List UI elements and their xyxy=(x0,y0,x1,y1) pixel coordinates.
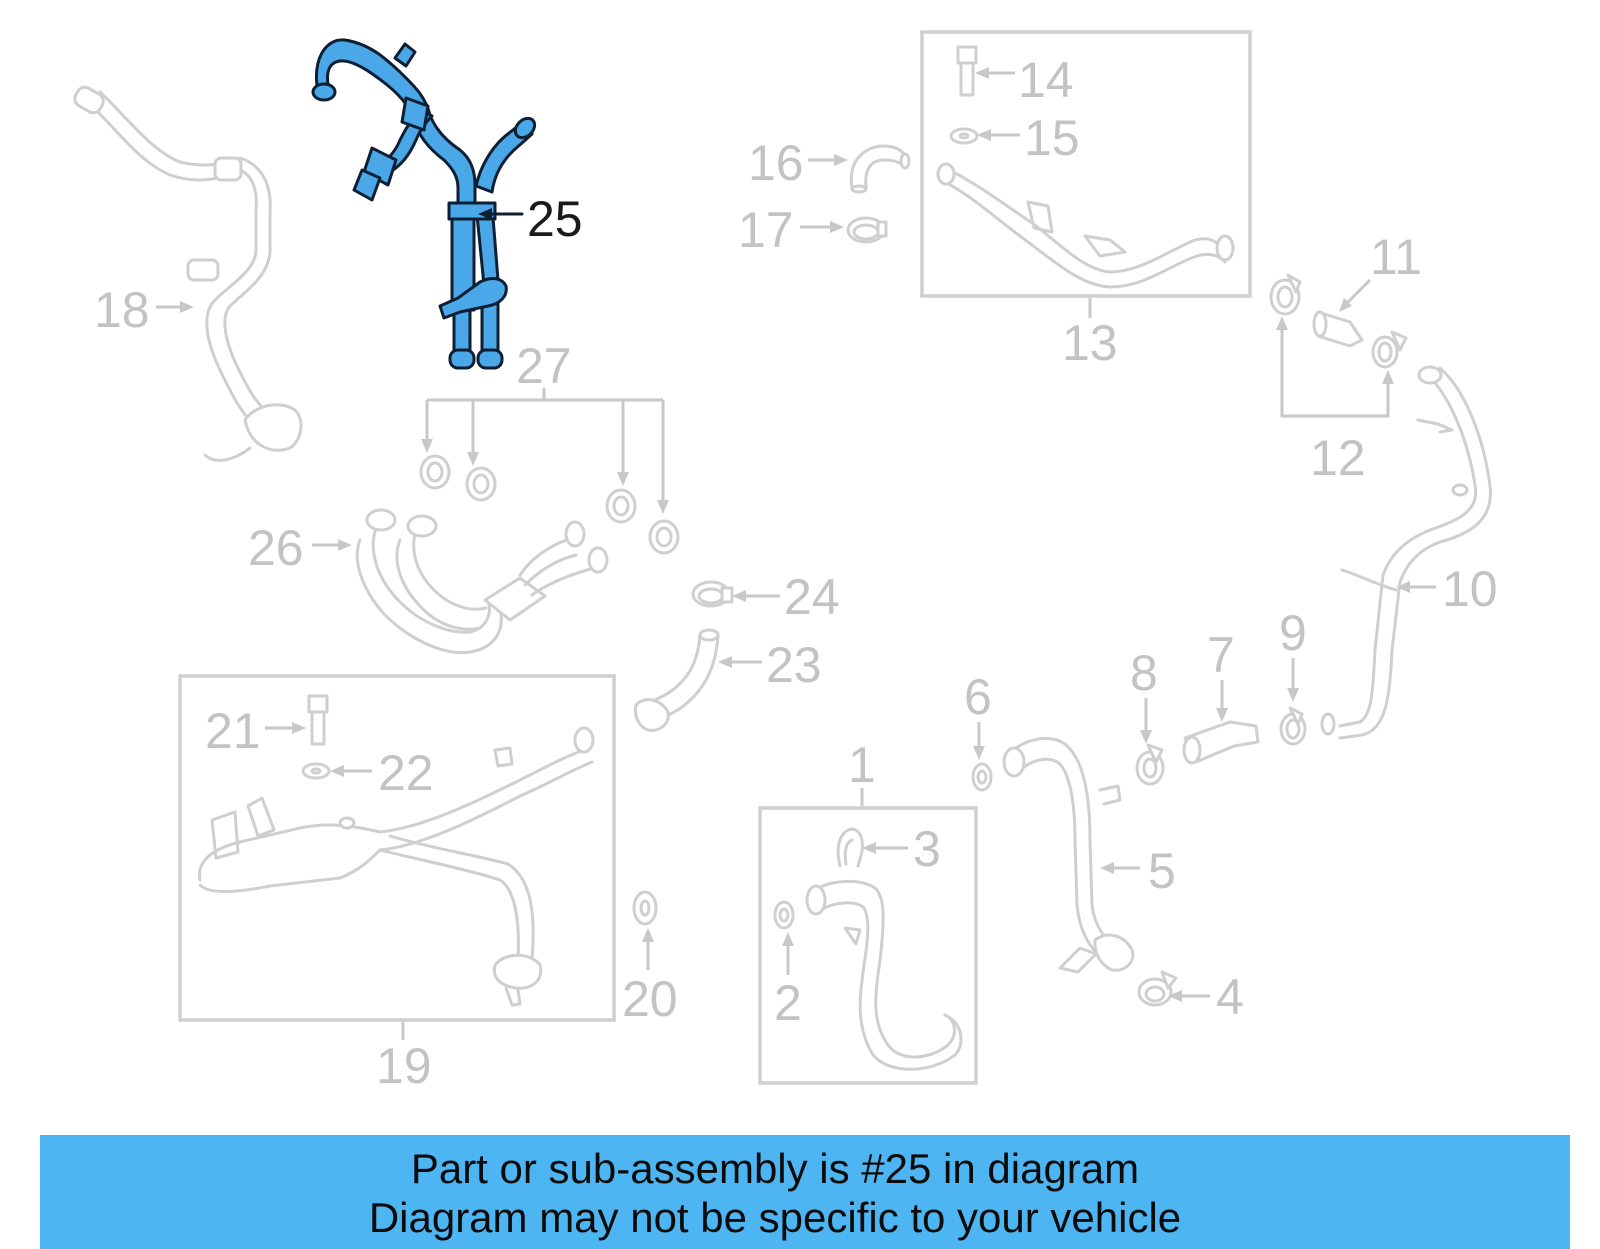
callout-14: 14 xyxy=(1018,52,1074,108)
callout-25: 25 xyxy=(527,191,583,247)
callout-5: 5 xyxy=(1148,843,1176,899)
part-12-clamp-b[interactable] xyxy=(1371,330,1408,369)
part-8-clamp[interactable] xyxy=(1135,743,1165,786)
part-9-clamp[interactable] xyxy=(1279,706,1307,746)
banner-line-part-number: Part or sub-assembly is #25 in diagram xyxy=(410,1145,1140,1192)
callout-19: 19 xyxy=(376,1038,432,1094)
part-18-hose[interactable] xyxy=(72,84,303,462)
callout-26: 26 xyxy=(248,520,304,576)
part-25-hose-assembly[interactable] xyxy=(311,38,538,370)
leader-lines xyxy=(156,67,1436,1040)
part-3-clip[interactable] xyxy=(836,827,864,868)
callout-24: 24 xyxy=(784,569,840,625)
banner-line-disclaimer: Diagram may not be specific to your vehi… xyxy=(368,1194,1182,1241)
part-17-clamp[interactable] xyxy=(846,216,888,244)
callout-9: 9 xyxy=(1279,605,1307,661)
part-13-box xyxy=(920,30,1252,298)
callout-13: 13 xyxy=(1062,315,1118,371)
info-banner: Part or sub-assembly is #25 in diagram D… xyxy=(40,1135,1570,1249)
part-22-washer[interactable] xyxy=(301,762,331,780)
part-5-hose[interactable] xyxy=(1002,736,1135,974)
callout-27: 27 xyxy=(516,338,572,394)
part-26-hose-assembly[interactable] xyxy=(355,508,609,655)
part-14-bolt[interactable] xyxy=(956,45,978,97)
callout-12: 12 xyxy=(1310,430,1366,486)
callout-2: 2 xyxy=(774,975,802,1031)
part-16-hose[interactable] xyxy=(849,144,911,194)
part-2-washer[interactable] xyxy=(773,900,795,930)
callout-22: 22 xyxy=(378,745,434,801)
callout-10: 10 xyxy=(1442,561,1498,617)
callout-7: 7 xyxy=(1207,627,1235,683)
callout-20: 20 xyxy=(622,971,678,1027)
callout-11: 11 xyxy=(1370,229,1422,285)
part-13-pipe[interactable] xyxy=(936,162,1235,289)
part-19-box xyxy=(178,674,616,1022)
callout-18: 18 xyxy=(94,282,150,338)
callout-numbers: 25 14 15 16 17 13 11 12 18 27 26 24 23 1… xyxy=(94,52,1498,1094)
part-10-pipe[interactable] xyxy=(1320,365,1492,740)
part-23-hose[interactable] xyxy=(634,628,720,732)
callout-21: 21 xyxy=(205,703,261,759)
callout-17: 17 xyxy=(738,202,794,258)
callout-15: 15 xyxy=(1024,110,1080,166)
callout-8: 8 xyxy=(1130,645,1158,701)
part-4-clamp[interactable] xyxy=(1137,970,1178,1007)
callout-3: 3 xyxy=(913,821,941,877)
callout-23: 23 xyxy=(766,637,822,693)
part-27-clamps[interactable] xyxy=(419,454,680,555)
callout-1: 1 xyxy=(848,737,876,793)
callout-6: 6 xyxy=(964,669,992,725)
part-21-bolt[interactable] xyxy=(307,694,329,746)
part-1-box xyxy=(758,806,978,1085)
part-15-washer[interactable] xyxy=(949,127,979,145)
part-11-hose[interactable] xyxy=(1312,310,1364,348)
part-24-clamp[interactable] xyxy=(691,580,734,608)
part-1-pipe[interactable] xyxy=(805,879,963,1071)
callout-4: 4 xyxy=(1216,969,1244,1025)
callout-16: 16 xyxy=(748,135,804,191)
part-20-washer[interactable] xyxy=(632,890,658,926)
part-12-clamp-a[interactable] xyxy=(1269,273,1302,316)
part-19-pipe[interactable] xyxy=(197,726,595,1007)
part-6-washer[interactable] xyxy=(971,762,993,792)
part-7-hose[interactable] xyxy=(1182,720,1260,765)
